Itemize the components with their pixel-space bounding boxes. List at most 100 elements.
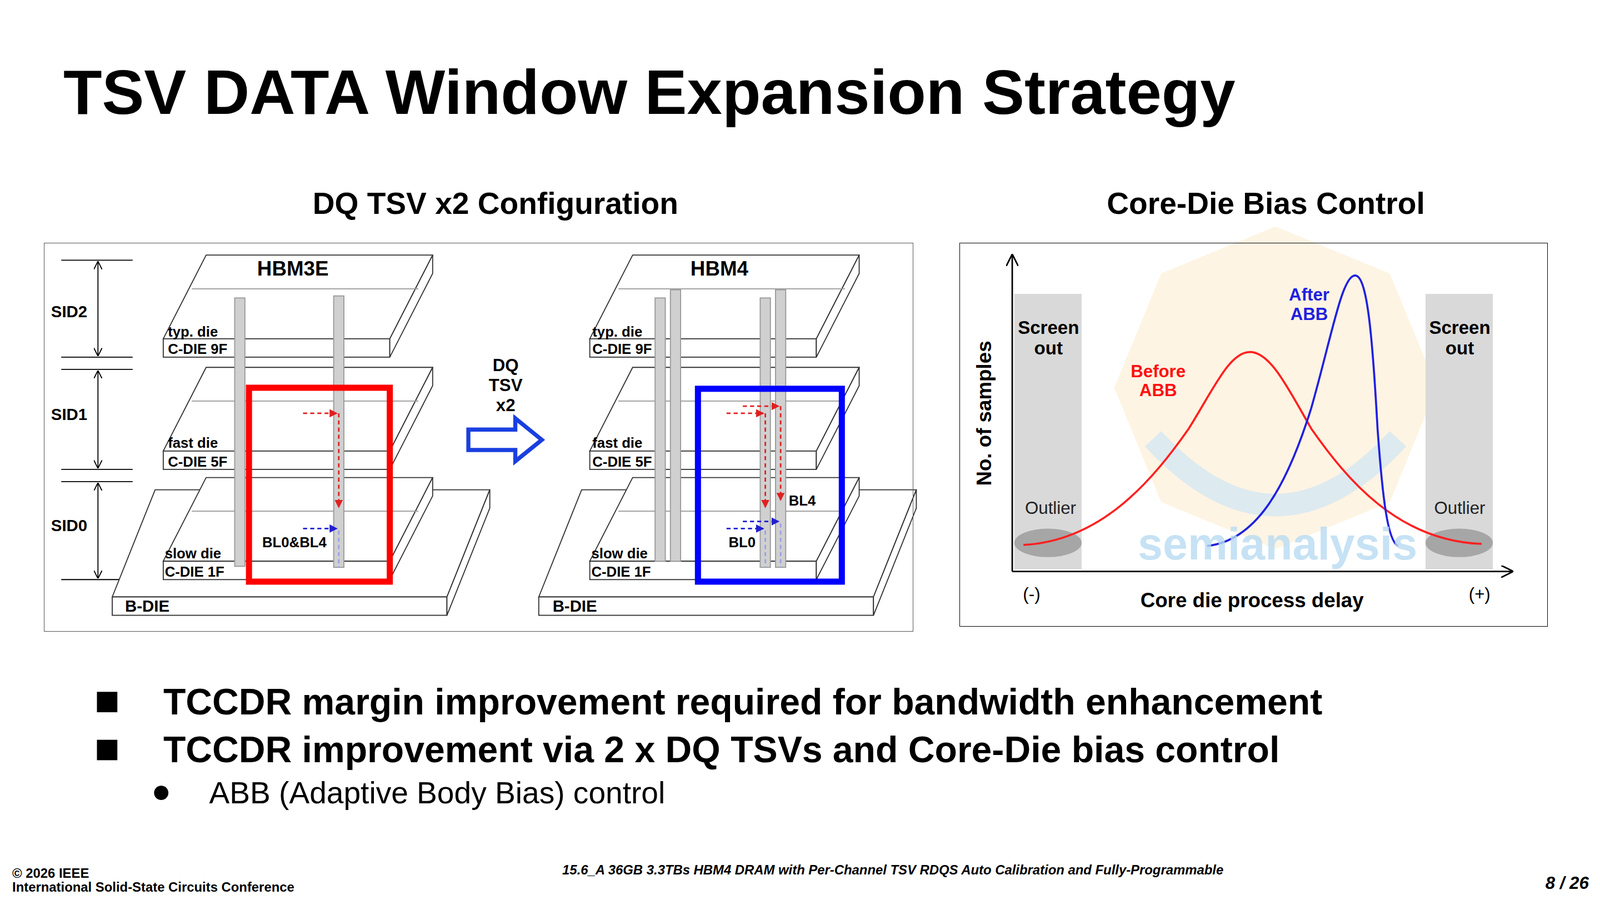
- svg-rect: [333, 296, 344, 568]
- node-text: Outlier: [1025, 498, 1077, 519]
- screen-band: Screen outOutlier: [1015, 294, 1083, 570]
- svg-path: [780, 523, 782, 568]
- svg-circle: [153, 785, 169, 800]
- svg-rect: [248, 387, 390, 582]
- node-text: DQ TSV x2 Configuration: [312, 186, 679, 222]
- node-text: C-DIE 5F: [592, 453, 652, 471]
- node-text: C-DIE 5F: [167, 453, 228, 471]
- svg-rect: [760, 297, 770, 568]
- bl-label: BL4: [788, 492, 817, 510]
- svg-path: [1011, 255, 1014, 572]
- svg-path: [97, 262, 99, 355]
- panel-box: Core-Die Bias ControlScreen outOutlierSc…: [959, 242, 1549, 627]
- axis-title: Core die process delay: [1140, 588, 1364, 613]
- svg-path: [337, 530, 340, 568]
- node-text: Core-Die Bias Control: [1106, 186, 1425, 222]
- node-text: slow die: [591, 545, 648, 563]
- svg-path: [1023, 352, 1482, 545]
- node-text: Outlier: [1434, 498, 1486, 519]
- axis-end: (+): [1468, 584, 1491, 605]
- node-text: fast die: [167, 435, 218, 452]
- die-layer: typ. dieC-DIE 9F: [588, 322, 667, 362]
- svg-polygon: [816, 367, 859, 470]
- svg-rect: [96, 740, 118, 761]
- svg-rect: [538, 596, 874, 615]
- svg-path: [1207, 275, 1398, 547]
- node-text: Screen out: [1428, 317, 1490, 359]
- footer-text: © 2026 IEEE: [12, 865, 89, 881]
- svg-path: [764, 413, 767, 508]
- node-text: C-DIE 9F: [167, 341, 228, 358]
- axis-end: (-): [1022, 584, 1040, 605]
- axis-title: No. of samples: [972, 340, 997, 486]
- svg-g: [538, 255, 917, 615]
- sid-label: SID1: [51, 405, 88, 424]
- svg-path: [764, 530, 767, 568]
- die-layer: typ. dieC-DIE 9F: [163, 322, 242, 362]
- svg-rect: [655, 297, 665, 562]
- svg-rect: [670, 290, 681, 562]
- svg-path: [97, 371, 99, 468]
- svg-path: [742, 520, 779, 523]
- svg-ellipse: [1014, 528, 1082, 557]
- sub-bullet-text: ABB (Adaptive Body Bias) control: [209, 775, 666, 811]
- node-text: B-DIE: [125, 596, 170, 616]
- svg-polygon: [816, 255, 859, 358]
- node-text: DQ TSV x2: [488, 355, 523, 416]
- svg-polygon: [390, 477, 433, 580]
- svg-path: [1012, 570, 1513, 573]
- die-layer: slow dieC-DIE 1F: [160, 543, 239, 583]
- svg-rect: [112, 596, 447, 615]
- footer-paper: 15.6_A 36GB 3.3TBs HBM4 DRAM with Per-Ch…: [562, 862, 1224, 878]
- svg-rect: [775, 290, 786, 568]
- node-text: typ. die: [592, 323, 643, 341]
- bl-label: BL0: [728, 534, 756, 552]
- node-text: fast die: [592, 435, 643, 452]
- bl-label: BL0&BL4: [262, 534, 327, 552]
- node-text: B-DIE: [552, 596, 598, 616]
- svg-polygon: [446, 490, 490, 616]
- bullet-text: TCCDR margin improvement required for ba…: [163, 680, 1323, 723]
- die-layer: B-DIE: [121, 594, 193, 617]
- svg-polygon: [468, 418, 542, 462]
- curve-label: Before ABB: [1130, 362, 1186, 401]
- svg-polygon: [873, 490, 917, 616]
- panel-box: DQ TSV x2 Configurationtyp. dieC-DIE 9Ff…: [43, 242, 914, 632]
- svg-path: [780, 406, 782, 500]
- svg-g: [726, 406, 781, 568]
- svg-rect: [1014, 293, 1082, 570]
- svg-ellipse: [1425, 528, 1493, 557]
- svg-path: [303, 412, 338, 415]
- node-text: Screen out: [1017, 317, 1079, 359]
- bullet-text: TCCDR improvement via 2 x DQ TSVs and Co…: [163, 728, 1280, 771]
- die-layer: B-DIE: [548, 594, 620, 617]
- curve-label: After ABB: [1288, 285, 1330, 324]
- svg-rect: [697, 388, 842, 582]
- node-text: C-DIE 1F: [165, 563, 225, 581]
- die-layer: fast dieC-DIE 5F: [588, 433, 667, 473]
- stack-label: HBM4: [690, 257, 749, 281]
- svg-path: [191, 288, 419, 512]
- node-text: typ. die: [167, 323, 218, 341]
- svg-path: [618, 288, 845, 512]
- node-text: C-DIE 9F: [592, 341, 652, 358]
- sid-label: SID0: [51, 516, 88, 535]
- svg-rect: [234, 297, 245, 567]
- svg-polygon: [390, 255, 433, 358]
- svg-g: [112, 255, 490, 615]
- svg-path: [303, 527, 338, 530]
- watermark: semianalysis: [1137, 518, 1418, 570]
- svg-path: [97, 483, 99, 578]
- svg-polygon: [816, 477, 859, 580]
- svg-polygon: [1114, 226, 1437, 549]
- screen-band: Screen outOutlier: [1426, 294, 1494, 570]
- sid-label: SID2: [51, 302, 88, 322]
- svg-rect: [96, 691, 118, 713]
- svg-path: [337, 413, 340, 508]
- svg-polygon: [390, 367, 433, 470]
- svg-rect: [1425, 293, 1493, 570]
- svg-path: [726, 527, 764, 530]
- stack-label: HBM3E: [257, 257, 329, 281]
- die-layer: fast dieC-DIE 5F: [163, 433, 242, 473]
